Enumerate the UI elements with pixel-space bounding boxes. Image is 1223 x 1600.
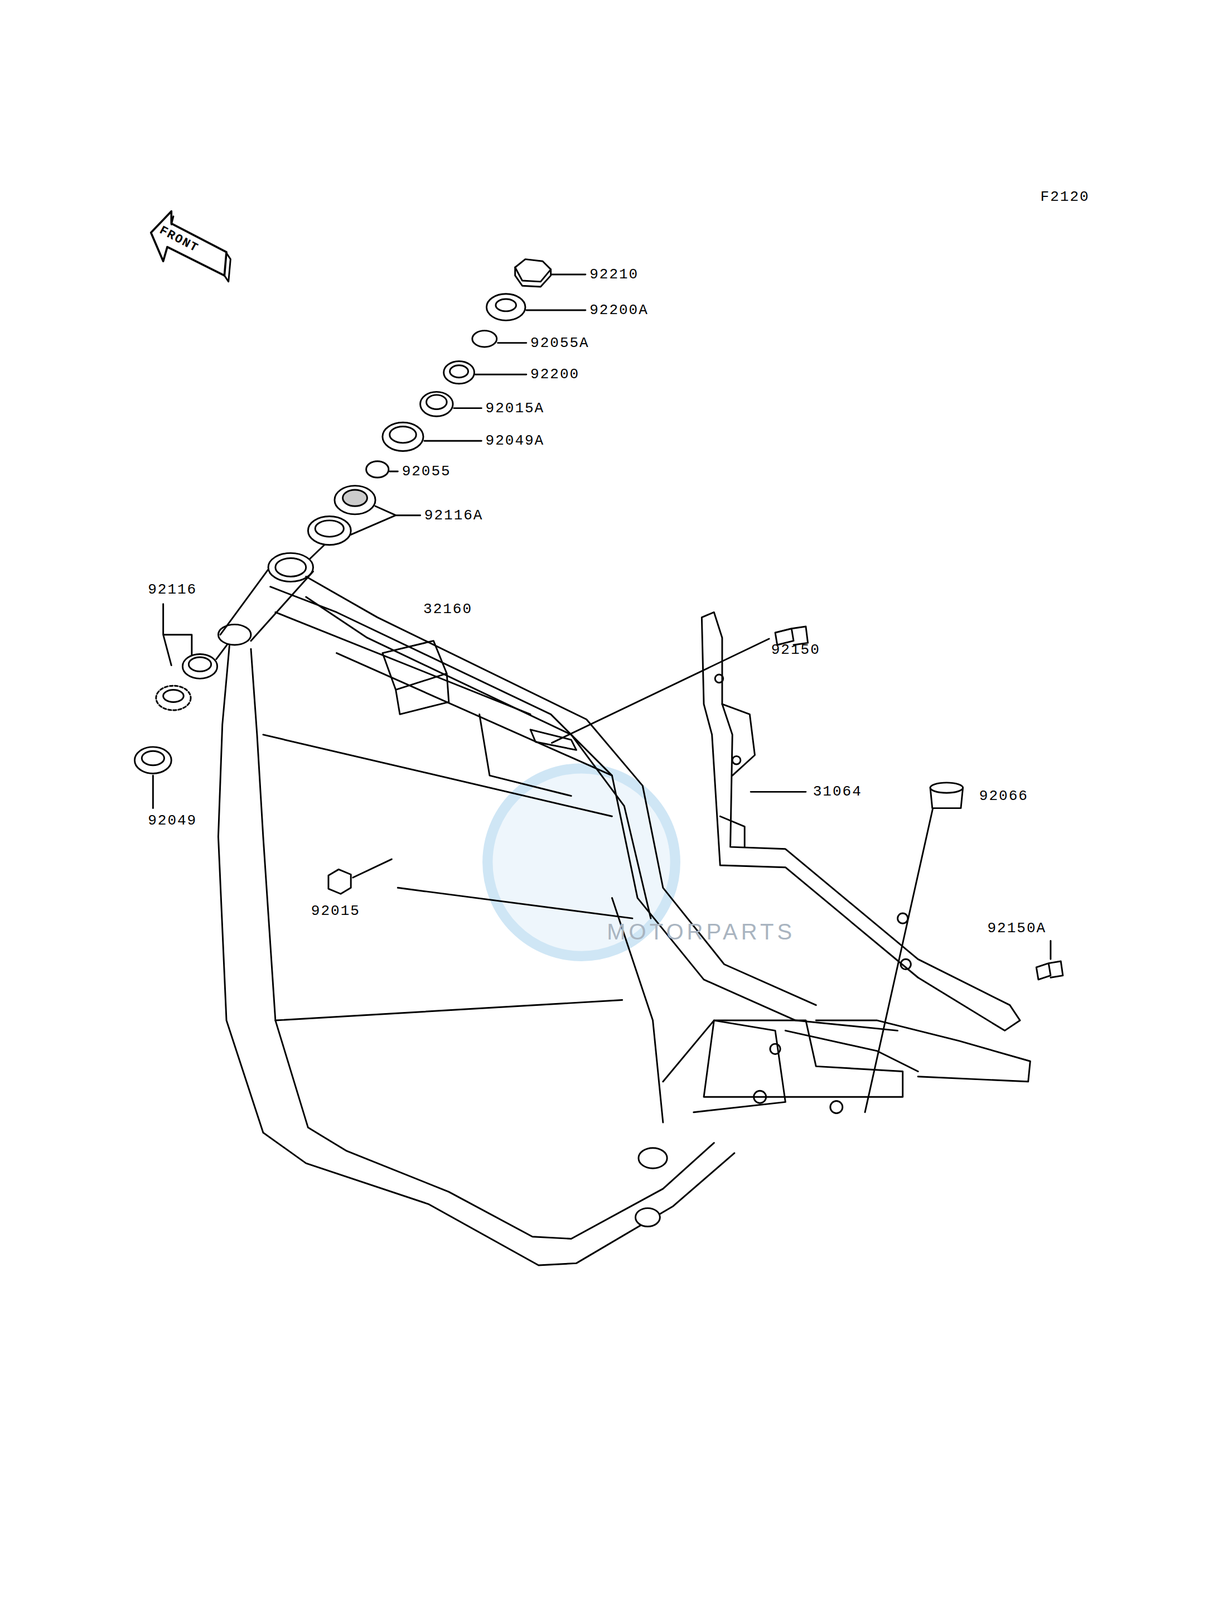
front-arrow-text: FRONT xyxy=(157,224,201,255)
callout-number: 31064 xyxy=(813,784,863,799)
callout-number: 92116 xyxy=(147,582,197,597)
callout-number: 92049 xyxy=(147,813,197,828)
callout-number: 92210 xyxy=(589,267,639,282)
callout-number: 92015A xyxy=(485,400,545,416)
drawing-code: F2120 xyxy=(1040,189,1090,205)
callout-number: 92150 xyxy=(771,642,821,657)
callout-number: 92116A xyxy=(424,508,484,523)
callout-number: 92055A xyxy=(530,335,590,351)
callout-number: 92015 xyxy=(311,903,361,918)
callout-number: 32160 xyxy=(423,601,473,617)
watermark: MOTORPARTS xyxy=(606,920,796,943)
callout-number: 92066 xyxy=(979,788,1029,804)
callout-number: 92055 xyxy=(402,463,452,479)
callout-number: 92049A xyxy=(485,433,545,448)
callout-number: 92150A xyxy=(987,920,1047,936)
callout-number: 92200A xyxy=(589,302,649,318)
callout-number: 92200 xyxy=(530,366,580,382)
